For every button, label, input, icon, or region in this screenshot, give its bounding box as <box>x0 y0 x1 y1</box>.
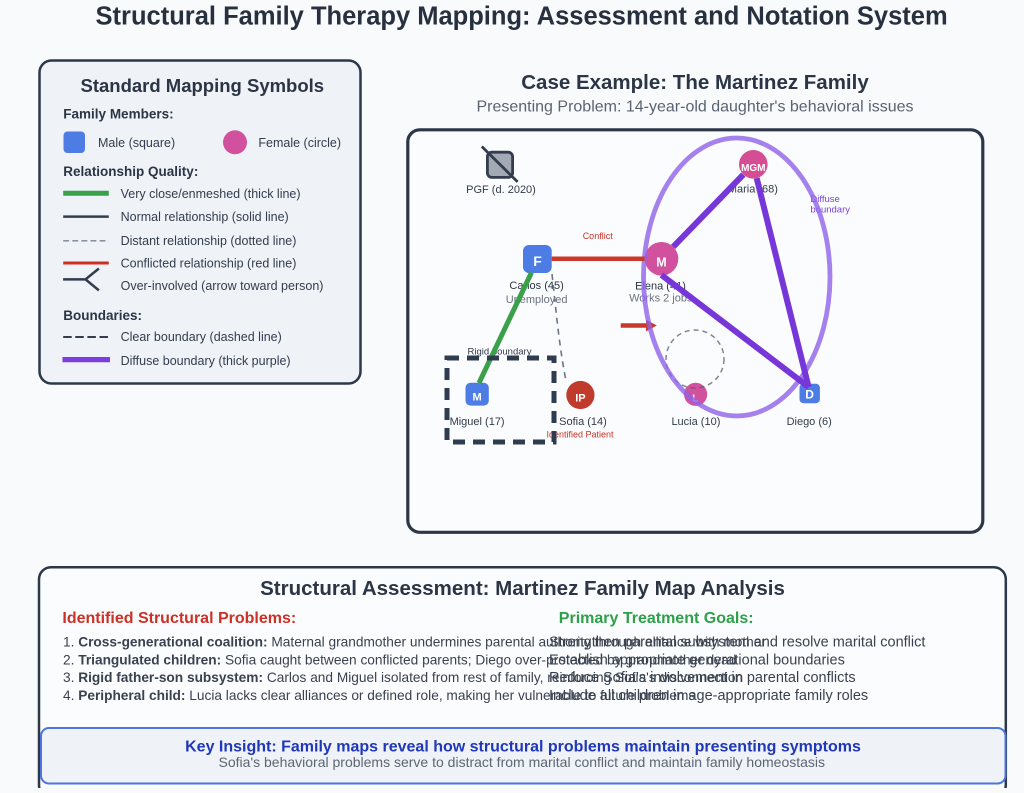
svg-text:Relationship Quality:: Relationship Quality: <box>63 164 198 179</box>
svg-text:D: D <box>805 388 814 402</box>
svg-text:Include all children in age-ap: Include all children in age-appropriate … <box>549 688 868 704</box>
svg-text:Male (square): Male (square) <box>98 136 175 150</box>
svg-text:Distant relationship (dotted l: Distant relationship (dotted line) <box>121 234 297 248</box>
svg-text:Identified Structural Problems: Identified Structural Problems: <box>62 610 296 627</box>
svg-text:Key Insight: Family maps revea: Key Insight: Family maps reveal how stru… <box>185 738 861 755</box>
svg-text:Establish appropriate generati: Establish appropriate generational bound… <box>549 652 845 668</box>
svg-text:Sofia's behavioral problems se: Sofia's behavioral problems serve to dis… <box>219 754 825 770</box>
svg-text:Identified Patient: Identified Patient <box>546 429 614 439</box>
svg-text:IP: IP <box>575 393 585 405</box>
svg-text:Presenting Problem: 14-year-ol: Presenting Problem: 14-year-old daughter… <box>476 99 913 116</box>
svg-text:Very close/enmeshed (thick lin: Very close/enmeshed (thick line) <box>121 187 301 201</box>
svg-text:Structural Family Therapy Mapp: Structural Family Therapy Mapping: Asses… <box>96 3 948 31</box>
svg-text:Structural Assessment: Martine: Structural Assessment: Martinez Family M… <box>260 577 785 600</box>
svg-text:PGF (d. 2020): PGF (d. 2020) <box>466 184 536 196</box>
svg-text:Boundaries:: Boundaries: <box>63 308 142 323</box>
svg-text:Reduce Sofia's involvement in: Reduce Sofia's involvement in parental c… <box>549 670 856 686</box>
svg-text:Normal relationship (solid lin: Normal relationship (solid line) <box>121 210 289 224</box>
svg-text:3. Rigid father-son subsystem:: 3. Rigid father-son subsystem: Carlos an… <box>63 670 743 685</box>
svg-text:M: M <box>656 255 666 269</box>
svg-text:MGM: MGM <box>741 163 765 174</box>
svg-text:Standard Mapping Symbols: Standard Mapping Symbols <box>80 75 324 96</box>
svg-text:Miguel (17): Miguel (17) <box>450 416 505 428</box>
svg-text:Lucia (10): Lucia (10) <box>671 416 720 428</box>
svg-text:boundary: boundary <box>810 204 850 215</box>
svg-text:Diego (6): Diego (6) <box>787 416 832 428</box>
svg-text:F: F <box>533 253 542 269</box>
svg-text:Conflict: Conflict <box>583 231 614 241</box>
svg-text:Conflicted relationship (red l: Conflicted relationship (red line) <box>121 257 297 271</box>
svg-text:Clear boundary (dashed line): Clear boundary (dashed line) <box>121 330 282 344</box>
svg-text:Primary Treatment Goals:: Primary Treatment Goals: <box>559 610 754 627</box>
svg-text:Diffuse boundary (thick purple: Diffuse boundary (thick purple) <box>121 354 291 368</box>
svg-text:Carlos (45): Carlos (45) <box>509 280 563 292</box>
svg-text:Sofia (14): Sofia (14) <box>559 416 607 428</box>
svg-text:1. Cross-generational coalitio: 1. Cross-generational coalition: Materna… <box>63 635 766 650</box>
svg-text:Strengthen parental subsystem: Strengthen parental subsystem and resolv… <box>549 635 925 651</box>
svg-text:Family Members:: Family Members: <box>63 107 173 122</box>
svg-text:M: M <box>473 392 482 404</box>
svg-text:Female (circle): Female (circle) <box>258 136 341 150</box>
svg-text:4. Peripheral child: Lucia lac: 4. Peripheral child: Lucia lacks clear a… <box>63 688 695 703</box>
svg-text:Case Example: The Martinez Fam: Case Example: The Martinez Family <box>521 71 869 94</box>
svg-text:Over-involved (arrow toward pe: Over-involved (arrow toward person) <box>121 279 324 293</box>
svg-text:Rigid boundary: Rigid boundary <box>468 347 532 358</box>
svg-text:Maria (68): Maria (68) <box>728 184 778 196</box>
svg-text:Diffuse: Diffuse <box>810 194 839 205</box>
svg-text:2. Triangulated children: Sofi: 2. Triangulated children: Sofia caught b… <box>63 652 736 667</box>
